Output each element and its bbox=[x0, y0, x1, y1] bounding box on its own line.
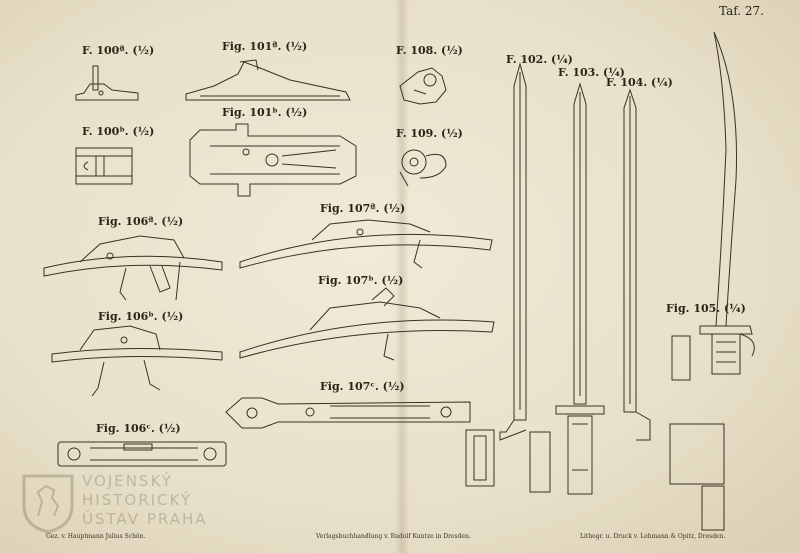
fig-label: F. 108. (½) bbox=[396, 44, 463, 57]
fig-label: F. 100ª. (½) bbox=[82, 44, 155, 57]
fig-106b-drawing bbox=[51, 325, 223, 397]
fig-label: Fig. 106ª. (½) bbox=[98, 215, 184, 228]
fig-107b-drawing bbox=[239, 287, 495, 361]
fig-label: Fig. 106ᶜ. (½) bbox=[96, 422, 181, 435]
watermark-line: ÚSTAV PRAHA bbox=[82, 510, 208, 528]
fig-label: F. 104. (¼) bbox=[606, 76, 673, 89]
fig-101a-drawing bbox=[185, 59, 351, 101]
fig-label: Fig. 105. (¼) bbox=[666, 302, 746, 315]
footer-credit-left: Gez. v. Hauptmann Julius Schön. bbox=[46, 533, 146, 540]
watermark-line: HISTORICKÝ bbox=[82, 491, 192, 509]
fig-100a-drawing bbox=[75, 65, 139, 101]
fig-label: Fig. 107ᵇ. (½) bbox=[318, 274, 404, 287]
footer-credit-right: Lithogr. u. Druck v. Lehmann & Opitz, Dr… bbox=[580, 533, 726, 540]
fig-107c-drawing bbox=[225, 397, 471, 429]
fig-105-drawing bbox=[671, 31, 755, 381]
page-fold bbox=[395, 0, 409, 553]
fig-109-drawing bbox=[399, 149, 447, 187]
fig-104-drawing bbox=[623, 88, 725, 531]
plate-title: Taf. 27. bbox=[719, 4, 764, 18]
fig-label: F. 109. (½) bbox=[396, 127, 463, 140]
fig-label: Fig. 106ᵇ. (½) bbox=[98, 310, 184, 323]
fig-106a-drawing bbox=[43, 235, 223, 301]
fig-label: Fig. 107ª. (½) bbox=[320, 202, 406, 215]
watermark-line: VOJENSKÝ bbox=[82, 472, 173, 490]
fig-101b-drawing bbox=[189, 123, 357, 197]
lion-crest-icon bbox=[22, 474, 74, 534]
vhu-watermark: VOJENSKÝ HISTORICKÝ ÚSTAV PRAHA bbox=[20, 472, 240, 534]
fig-label: F. 100ᵇ. (½) bbox=[82, 125, 155, 138]
footer-publisher: Verlagsbuchhandlung v. Rudolf Kuntze in … bbox=[316, 533, 471, 540]
fig-102-drawing bbox=[465, 62, 527, 487]
fig-label: Fig. 107ᶜ. (½) bbox=[320, 380, 405, 393]
fig-label: Fig. 101ª. (½) bbox=[222, 40, 308, 53]
fig-label: Fig. 101ᵇ. (½) bbox=[222, 106, 308, 119]
fig-108-drawing bbox=[399, 67, 447, 105]
fig-100b-drawing bbox=[75, 147, 133, 185]
fig-106c-drawing bbox=[57, 441, 227, 467]
fig-107a-drawing bbox=[239, 219, 493, 269]
fig-label: F. 103. (¼) bbox=[558, 66, 625, 79]
fig-label: F. 102. (¼) bbox=[506, 53, 573, 66]
fig-103-drawing bbox=[529, 82, 605, 495]
